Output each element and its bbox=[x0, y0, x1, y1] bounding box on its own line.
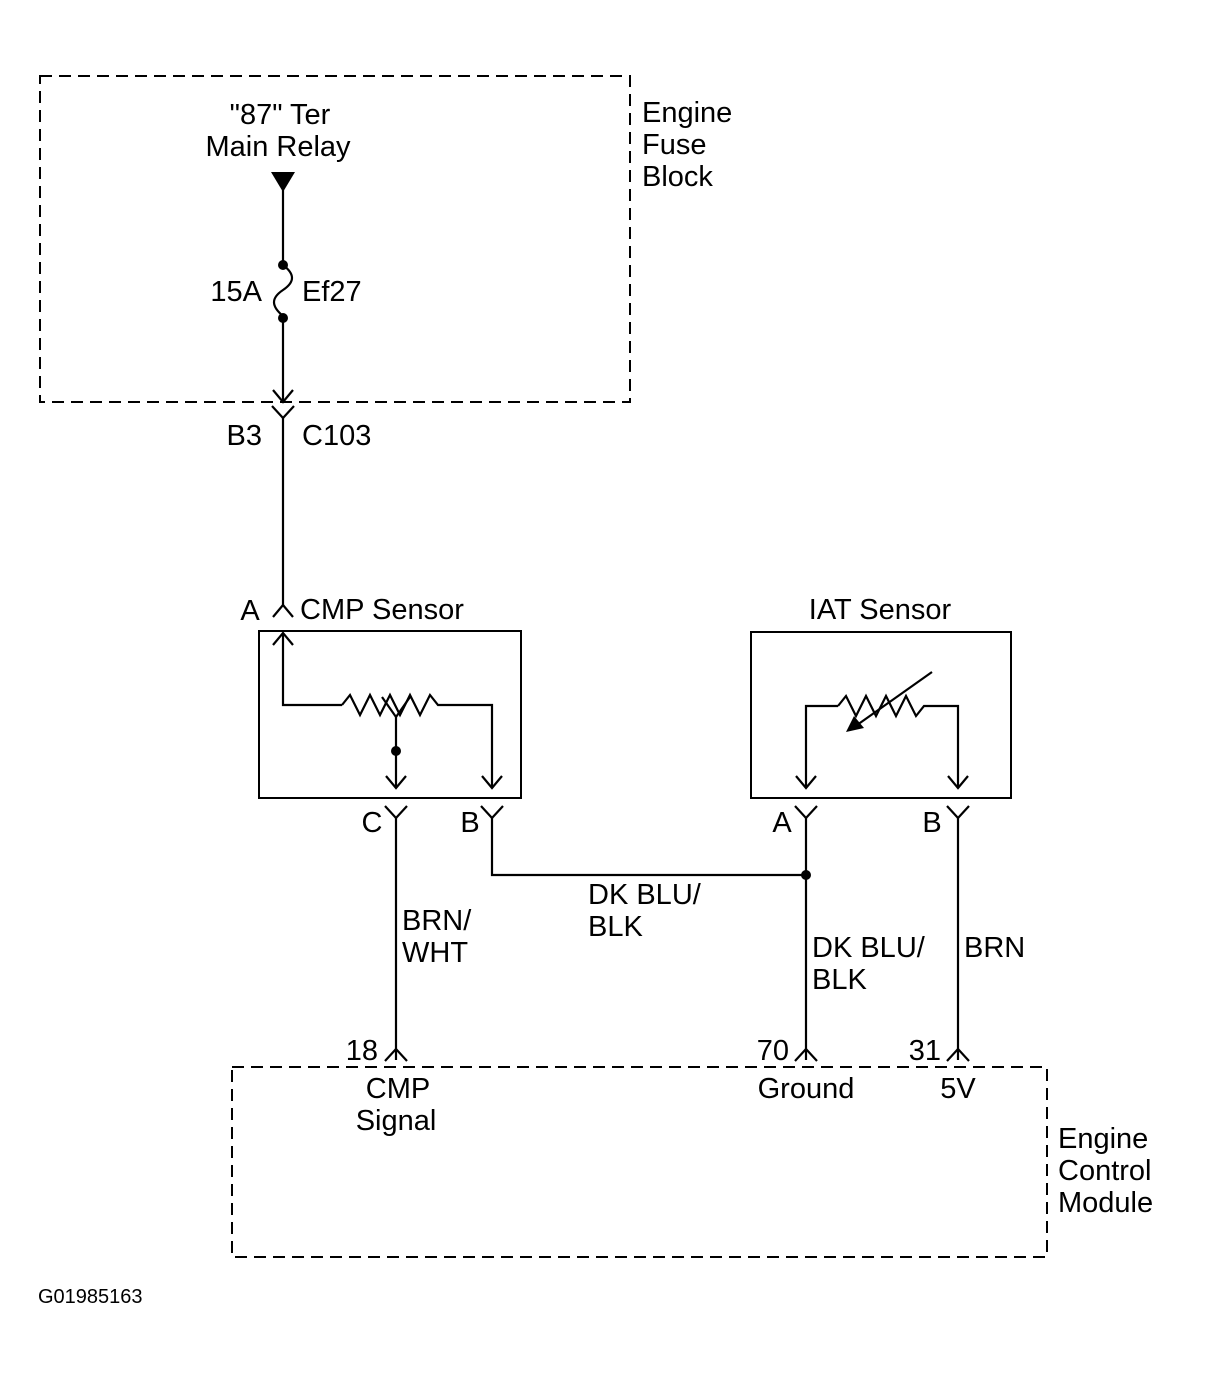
iat-pin-a-terminal-icon bbox=[794, 805, 818, 820]
cmp-ground-wire bbox=[490, 818, 806, 877]
engine-fuse-block-outline bbox=[39, 75, 631, 403]
ecm-pin-31-label: 5V bbox=[940, 1073, 976, 1105]
ecm-outline bbox=[231, 1066, 1048, 1258]
ecm-pin-18-label-line-1: CMP bbox=[366, 1073, 430, 1105]
ecm-pin-31-number: 31 bbox=[909, 1035, 941, 1067]
c103-connector-label: C103 bbox=[302, 420, 371, 452]
cmp-pin-a-label: A bbox=[240, 595, 260, 627]
main-relay-label: Main Relay bbox=[205, 131, 351, 163]
fuse-id: Ef27 bbox=[302, 276, 362, 308]
cmp-ground-wire-color-line-1: DK BLU/ bbox=[588, 879, 702, 911]
cmp-pin-a-terminal-icon bbox=[272, 603, 294, 618]
ecm-pin-18-label-line-2: Signal bbox=[356, 1105, 437, 1137]
fuse-icon bbox=[272, 264, 294, 317]
ecm-pin-70-label: Ground bbox=[758, 1073, 855, 1105]
iat-ground-wire-color-line-1: DK BLU/ bbox=[812, 932, 926, 964]
cmp-sensor-box bbox=[258, 630, 522, 799]
cmp-pin-c-internal-arrow-icon bbox=[385, 775, 407, 790]
cmp-internal-feed bbox=[281, 633, 342, 707]
iat-pin-b-label: B bbox=[922, 807, 941, 839]
cmp-pin-c-label: C bbox=[362, 807, 383, 839]
cmp-sensor-title: CMP Sensor bbox=[300, 594, 464, 626]
c103-female-terminal-icon bbox=[271, 405, 295, 420]
cmp-pin-b-terminal-icon bbox=[480, 805, 504, 820]
ecm-pin-18-number: 18 bbox=[346, 1035, 378, 1067]
engine-fuse-block-label-line-2: Fuse bbox=[642, 129, 706, 161]
c103-male-terminal-icon bbox=[272, 389, 294, 404]
ecm-label-line-3: Module bbox=[1058, 1187, 1153, 1219]
ecm-pin-31-terminal-icon bbox=[946, 1047, 970, 1062]
iat-pin-b-terminal-icon bbox=[946, 805, 970, 820]
ecm-label-line-1: Engine bbox=[1058, 1123, 1148, 1155]
cmp-ground-wire-color-line-2: BLK bbox=[588, 911, 643, 943]
iat-pin-a-label: A bbox=[772, 807, 792, 839]
iat-variable-arrow-head-icon bbox=[846, 716, 864, 732]
iat-internal-right bbox=[930, 704, 960, 788]
fuse-rating: 15A bbox=[210, 276, 262, 308]
ecm-pin-18-terminal-icon bbox=[384, 1047, 408, 1062]
cmp-signal-wire-color-line-2: WHT bbox=[402, 937, 468, 969]
cmp-signal-wire-color-line-1: BRN/ bbox=[402, 905, 472, 937]
figure-id: G01985163 bbox=[38, 1286, 143, 1308]
iat-pin-b-internal-arrow-icon bbox=[947, 775, 969, 790]
c103-pin-label: B3 bbox=[227, 420, 262, 452]
main-relay-terminal-label: "87" Ter bbox=[230, 99, 331, 131]
engine-fuse-block-label-line-1: Engine bbox=[642, 97, 732, 129]
iat-internal-left bbox=[804, 704, 838, 788]
cmp-pin-b-label: B bbox=[460, 807, 479, 839]
iat-ground-wire-color-line-2: BLK bbox=[812, 964, 867, 996]
iat-sensor-box bbox=[750, 631, 1012, 799]
iat-5v-wire-color: BRN bbox=[964, 932, 1025, 964]
cmp-resistor-icon bbox=[341, 692, 452, 718]
ecm-pin-70-number: 70 bbox=[757, 1035, 789, 1067]
engine-fuse-block-label-line-3: Block bbox=[642, 161, 713, 193]
iat-pin-a-internal-arrow-icon bbox=[795, 775, 817, 790]
cmp-resistor-output bbox=[452, 703, 494, 788]
iat-resistor-icon bbox=[837, 693, 930, 719]
cmp-wiper-node bbox=[391, 746, 401, 756]
cmp-pin-c-terminal-icon bbox=[384, 805, 408, 820]
ecm-pin-70-terminal-icon bbox=[794, 1047, 818, 1062]
ecm-label-line-2: Control bbox=[1058, 1155, 1152, 1187]
iat-sensor-title: IAT Sensor bbox=[809, 594, 952, 626]
cmp-pin-b-internal-arrow-icon bbox=[481, 775, 503, 790]
ground-splice-node bbox=[801, 870, 811, 880]
iat-variable-arrow bbox=[849, 671, 933, 731]
supply-arrow-icon bbox=[271, 172, 295, 192]
